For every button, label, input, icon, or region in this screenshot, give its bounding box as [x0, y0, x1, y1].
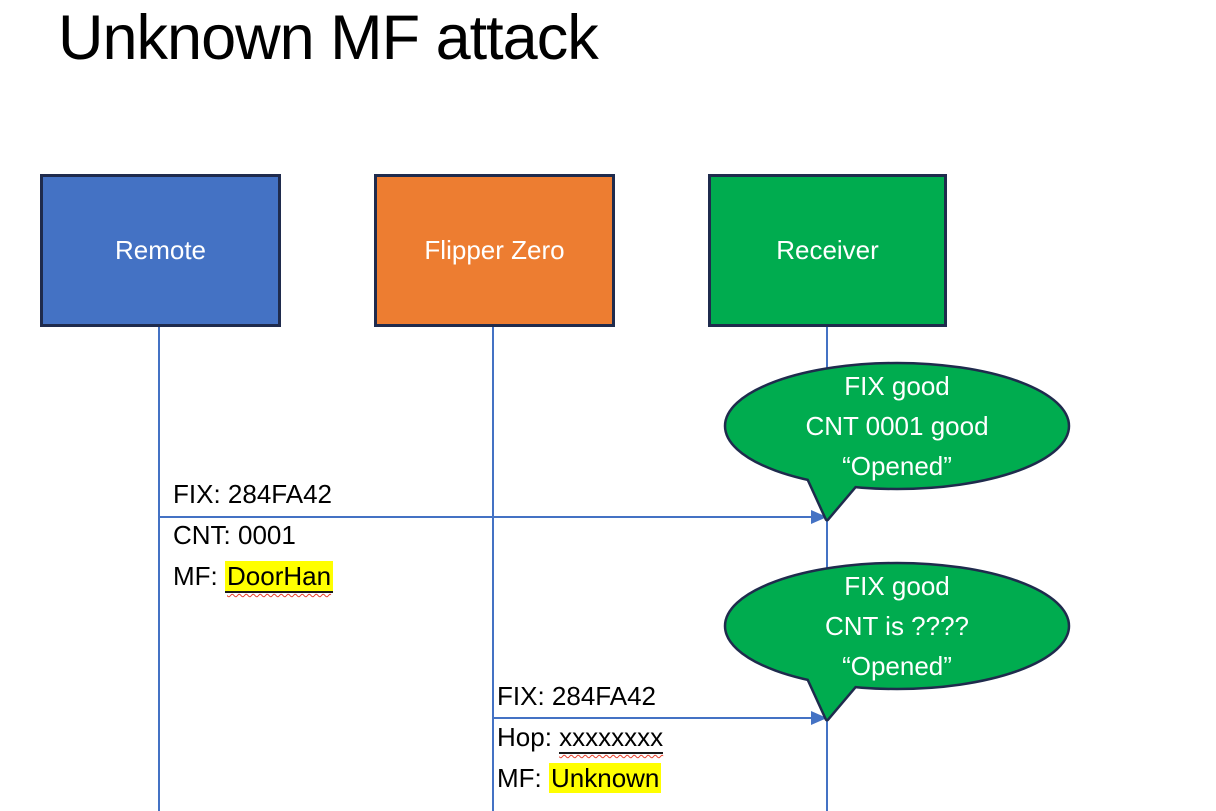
- message-arrow-remote-to-receiver: [158, 516, 812, 518]
- lifeline-flipper-zero: [492, 327, 494, 811]
- message-line: FIX: 284FA42: [497, 681, 656, 711]
- callout-line: “Opened”: [842, 451, 952, 481]
- callout-line: CNT 0001 good: [805, 411, 989, 441]
- message-line: MF: DoorHan: [173, 561, 334, 593]
- message-line: CNT: 0001: [173, 520, 296, 550]
- callout-receiver-response-2: FIX good CNT is ???? “Opened”: [725, 566, 1069, 686]
- highlighted-value: Unknown: [549, 763, 662, 793]
- highlighted-value: DoorHan: [225, 561, 334, 593]
- message-label-remote-to-receiver: FIX: 284FA42 CNT: 0001 MF: DoorHan: [173, 474, 334, 597]
- callout-line: CNT is ????: [824, 611, 970, 641]
- message-arrow-flipper-to-receiver: [492, 717, 812, 719]
- actor-box-remote: Remote: [40, 174, 281, 327]
- message-label-flipper-to-receiver: FIX: 284FA42 Hop: xxxxxxxx MF: Unknown: [497, 676, 664, 799]
- actor-box-flipper-zero: Flipper Zero: [374, 174, 615, 327]
- message-line: Hop: xxxxxxxx: [497, 722, 664, 754]
- callout-line: FIX good: [844, 571, 950, 601]
- actor-label-remote: Remote: [114, 235, 207, 265]
- actor-box-receiver: Receiver: [708, 174, 947, 327]
- message-line: FIX: 284FA42: [173, 479, 332, 509]
- slide-title: Unknown MF attack: [58, 3, 599, 73]
- lifeline-remote: [158, 327, 160, 811]
- speech-bubble-icon: [723, 561, 1071, 722]
- speech-bubble-icon: [723, 361, 1071, 522]
- actor-label-receiver: Receiver: [776, 235, 879, 265]
- actor-label-flipper-zero: Flipper Zero: [424, 235, 565, 265]
- callout-receiver-response-1: FIX good CNT 0001 good “Opened”: [725, 366, 1069, 486]
- callout-line: FIX good: [844, 371, 950, 401]
- callout-line: “Opened”: [842, 651, 952, 681]
- message-line: MF: Unknown: [497, 763, 662, 793]
- squiggle-underlined-value: xxxxxxxx: [559, 722, 664, 754]
